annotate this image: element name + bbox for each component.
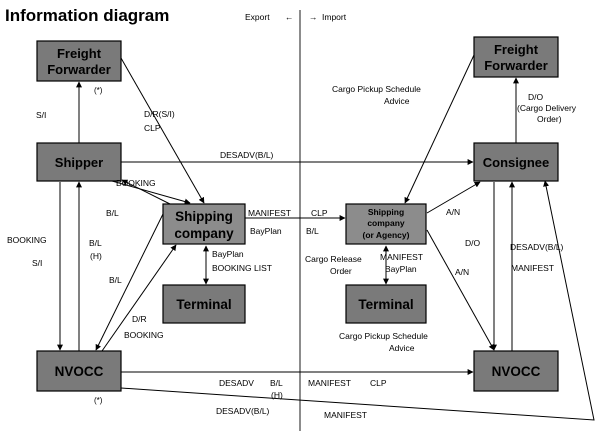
label-cargo-pickup-bottom-1: Cargo Pickup Schedule — [339, 331, 428, 341]
terminal-right-box: Terminal — [345, 284, 427, 324]
label-bl-mid: B/L — [306, 226, 319, 236]
label-cargo-release-2: Order — [330, 266, 352, 276]
label-an-top: A/N — [446, 207, 460, 217]
label-cargo-pickup-top-1: Cargo Pickup Schedule — [332, 84, 421, 94]
legend-right-arrow: → — [309, 12, 318, 22]
label-cargo-pickup-top-2: Advice — [384, 96, 410, 106]
label-manifest-bottom: MANIFEST — [308, 378, 351, 388]
label-booking-list: BOOKING LIST — [212, 263, 272, 273]
shipping-company-line1: Shipping — [175, 209, 233, 224]
terminal-right-label: Terminal — [358, 297, 413, 312]
label-dr-si: D/R(S/I) — [144, 109, 175, 119]
arrow-shipping-bl-to-shipper — [121, 179, 171, 205]
label-booking-vertical: BOOKING — [7, 235, 47, 245]
nvocc-left-note: (*) — [94, 396, 103, 405]
nvocc-left-label: NVOCC — [55, 364, 104, 379]
arrow-nvocc-dr-to-shipping — [101, 244, 177, 352]
label-cargo-delivery-2: Order) — [537, 114, 562, 124]
label-manifest-bayplan-2: BayPlan — [385, 264, 417, 274]
shipping-agency-line3: (or Agency) — [363, 230, 410, 240]
label-do-right: D/O — [528, 92, 544, 102]
label-desadv-bl-right: DESADV(B/L) — [510, 242, 564, 252]
legend-import: Import — [322, 12, 347, 22]
shipping-agency-box: Shipping company (or Agency) — [345, 203, 427, 245]
diagram-title: Information diagram — [5, 6, 169, 25]
freight-forwarder-left-line1: Freight — [57, 46, 102, 61]
label-manifest-mid: MANIFEST — [248, 208, 291, 218]
label-manifest-right: MANIFEST — [511, 263, 554, 273]
arrow-freight-to-agency — [404, 54, 475, 204]
freight-forwarder-left-box: Freight Forwarder — [36, 40, 122, 82]
label-clp-bottom: CLP — [370, 378, 387, 388]
consignee-label: Consignee — [483, 155, 549, 170]
label-bl-bottom: B/L — [270, 378, 283, 388]
label-do-mid: D/O — [465, 238, 481, 248]
label-bayplan-terminal: BayPlan — [212, 249, 244, 259]
label-si-vertical: S/I — [32, 258, 42, 268]
shipper-box: Shipper — [36, 142, 122, 182]
nvocc-right-label: NVOCC — [492, 364, 541, 379]
label-booking-nvocc: BOOKING — [124, 330, 164, 340]
legend-export: Export — [245, 12, 270, 22]
shipper-label: Shipper — [55, 155, 103, 170]
label-desadv-bl-lowest: DESADV(B/L) — [216, 406, 270, 416]
label-cargo-pickup-bottom-2: Advice — [389, 343, 415, 353]
arrow-agency-an-to-nvocc — [426, 229, 495, 351]
freight-forwarder-right-line2: Forwarder — [484, 58, 548, 73]
terminal-left-box: Terminal — [162, 284, 246, 324]
label-manifest-lowest: MANIFEST — [324, 410, 367, 420]
label-clp-left: CLP — [144, 123, 161, 133]
arrow-shipping-bl-to-nvocc — [95, 213, 164, 351]
arrow-freight-to-shipping — [120, 57, 205, 204]
label-si-top: S/I — [36, 110, 46, 120]
nvocc-left-box: NVOCC — [36, 350, 122, 392]
label-cargo-release-1: Cargo Release — [305, 254, 362, 264]
arrow-nvocc-left-to-consignee — [120, 180, 595, 421]
shipping-agency-line1: Shipping — [368, 207, 404, 217]
freight-forwarder-left-line2: Forwarder — [47, 62, 111, 77]
shipping-agency-line2: company — [367, 218, 405, 228]
label-clp-mid: CLP — [311, 208, 328, 218]
freight-forwarder-right-box: Freight Forwarder — [473, 36, 559, 78]
shipping-company-line2: company — [174, 226, 234, 241]
label-dr-nvocc: D/R — [132, 314, 147, 324]
label-bayplan-mid: BayPlan — [250, 226, 282, 236]
label-bl-h: B/L — [89, 238, 102, 248]
label-desadv-bl-top: DESADV(B/L) — [220, 150, 274, 160]
legend-left-arrow: ← — [285, 12, 294, 22]
label-bl-h-paren: (H) — [90, 251, 102, 261]
label-bl-shipper: B/L — [106, 208, 119, 218]
shipping-company-box: Shipping company — [162, 203, 246, 245]
freight-forwarder-right-line1: Freight — [494, 42, 539, 57]
nvocc-right-box: NVOCC — [473, 350, 559, 392]
arrow-agency-an-to-consignee — [426, 181, 481, 214]
label-desadv-bottom: DESADV — [219, 378, 254, 388]
label-h-bottom: (H) — [271, 390, 283, 400]
terminal-left-label: Terminal — [176, 297, 231, 312]
label-booking-shipper: BOOKING — [116, 178, 156, 188]
label-bl-nvocc: B/L — [109, 275, 122, 285]
label-an-bottom: A/N — [455, 267, 469, 277]
freight-forwarder-left-note: (*) — [94, 86, 103, 95]
label-manifest-bayplan-1: MANIFEST — [380, 252, 423, 262]
label-cargo-delivery-1: (Cargo Delivery — [517, 103, 577, 113]
consignee-box: Consignee — [473, 142, 559, 182]
